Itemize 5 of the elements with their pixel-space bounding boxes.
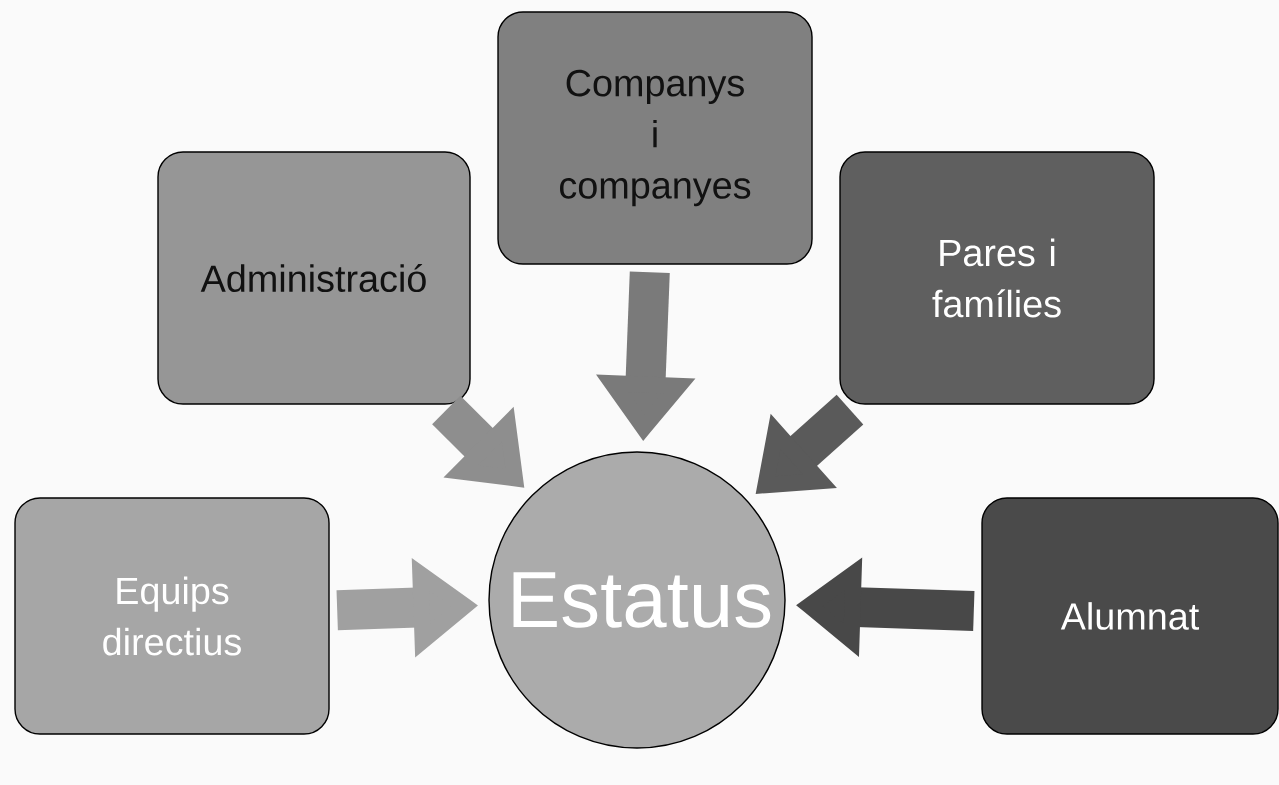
group-box: Alumnat: [981, 497, 1279, 735]
group-box: Equips directius: [14, 497, 330, 735]
group-box: Pares i famílies: [839, 151, 1155, 405]
group-box: Companys i companyes: [497, 11, 813, 265]
group-box: Administració: [157, 151, 471, 405]
